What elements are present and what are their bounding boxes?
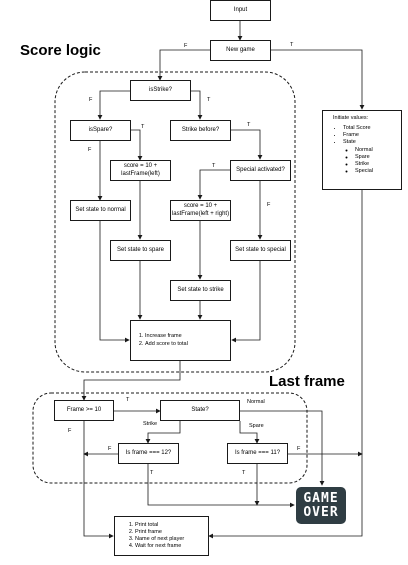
initiate-item: State Normal Spare Strike Special [343, 139, 373, 175]
edge-label: F [89, 97, 93, 103]
edge-label: T [150, 470, 154, 476]
edge-label: T [212, 163, 216, 169]
score-last-frame-both-node: score = 10 + lastFrame(left + right) [170, 200, 231, 221]
edge-label: T [141, 124, 145, 130]
final-step: Print frame [135, 529, 184, 536]
strike-before-node: Strike before? [170, 120, 231, 141]
final-step: Print total [135, 522, 184, 529]
initiate-item: Total Score [343, 125, 373, 132]
edge-label: F [88, 147, 92, 153]
edge-label: Spare [249, 423, 264, 429]
final-step: Wait for next frame [135, 543, 184, 550]
initiate-item-label: State [343, 139, 356, 146]
is-strike-node: isStrike? [130, 80, 191, 101]
special-activated-node: Special activated? [230, 160, 291, 181]
game-over-badge: GAME OVER [296, 487, 346, 524]
state-node: State? [160, 400, 240, 421]
edge-label: T [247, 122, 251, 128]
edge-label: F [68, 428, 72, 434]
new-game-node: New game [210, 40, 271, 61]
frame-ge-10-node: Frame >= 10 [54, 400, 114, 421]
edge-label: F [267, 202, 271, 208]
edge-label: Normal [247, 399, 265, 405]
frame-eq-11-node: Is frame === 11? [227, 443, 288, 464]
game-over-line: GAME [303, 490, 339, 506]
edge-label: Strike [143, 421, 158, 427]
edge-label: T [290, 42, 294, 48]
last-frame-group [32, 392, 308, 484]
edge-label: F [297, 446, 301, 452]
initiate-item: Frame [343, 132, 373, 139]
input-node: Input [210, 0, 271, 21]
set-strike-node: Set state to strike [170, 280, 231, 301]
score-last-frame-node: score = 10 + lastFrame(left) [110, 160, 171, 181]
is-spare-node: isSpare? [70, 120, 131, 141]
initiate-heading: Initiate values: [333, 115, 369, 121]
set-normal-node: Set state to normal [70, 200, 131, 221]
state-option: Normal [355, 147, 373, 154]
edge-label: F [184, 43, 188, 49]
score-logic-group [54, 71, 296, 373]
frame-eq-12-node: Is frame === 12? [118, 443, 179, 464]
state-option: Strike [355, 161, 373, 168]
score-logic-title: Score logic [20, 42, 101, 59]
state-option: Special [355, 168, 373, 175]
state-option: Spare [355, 154, 373, 161]
set-special-node: Set state to special [230, 240, 291, 261]
last-frame-title: Last frame [269, 373, 345, 390]
initiate-node: Initiate values: Total Score Frame State… [322, 110, 402, 190]
edge-label: T [242, 470, 246, 476]
final-node: Print total Print frame Name of next pla… [114, 516, 209, 556]
final-step: Name of next player [135, 536, 184, 543]
edge-label: F [108, 446, 112, 452]
increase-step: Increase frame [145, 333, 188, 340]
edge-label: T [207, 97, 211, 103]
edge-label: T [126, 397, 130, 403]
game-over-line: OVER [303, 504, 339, 520]
set-spare-node: Set state to spare [110, 240, 171, 261]
increase-step: Add score to total [145, 341, 188, 348]
increase-node: Increase frame Add score to total [130, 320, 231, 361]
